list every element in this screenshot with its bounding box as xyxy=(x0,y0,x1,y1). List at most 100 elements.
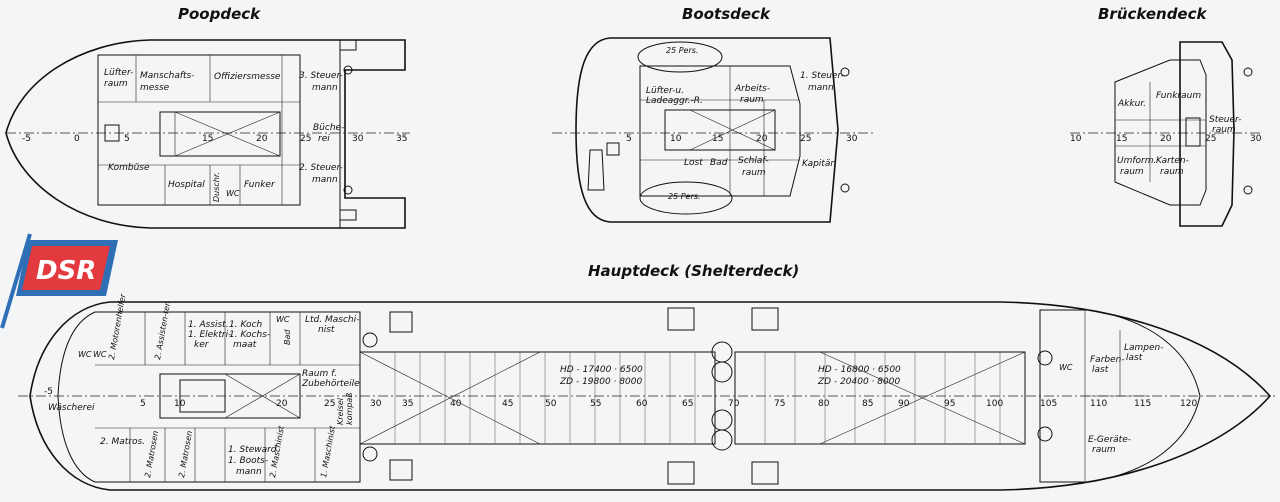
svg-text:last: last xyxy=(1126,353,1143,363)
frame-label: 15 xyxy=(1116,134,1127,144)
svg-text:nist: nist xyxy=(318,325,335,335)
cargo-hold-1 xyxy=(359,351,716,445)
frame-label: 20 xyxy=(276,399,288,409)
room-kapitaen: Kapitän xyxy=(802,159,836,169)
room-buecherei: Büche- xyxy=(313,123,344,133)
svg-text:raum: raum xyxy=(1092,445,1116,455)
room-ltd-maschinist: Ltd. Maschi- xyxy=(305,315,359,325)
svg-text:raum: raum xyxy=(1120,167,1144,177)
svg-text:raum: raum xyxy=(1160,167,1184,177)
frame-label: 0 xyxy=(74,134,80,144)
lifeboat-port xyxy=(637,41,723,73)
frame-label: 60 xyxy=(636,399,648,409)
room-bad: Bad xyxy=(283,329,292,345)
frame-label: 20 xyxy=(1160,134,1172,144)
frame-label: 5 xyxy=(140,399,146,409)
lifeboat-capacity: 25 Pers. xyxy=(668,192,700,201)
frame-label: 70 xyxy=(728,399,740,409)
hold-2-zd: ZD - 20400 · 8000 xyxy=(817,377,900,387)
room-2-matrosen: 2. Matrosen xyxy=(177,430,194,478)
room-waescherei: Wäscherei xyxy=(48,403,95,413)
frame-label: 25 xyxy=(300,134,311,144)
lifeboat-starboard xyxy=(639,181,733,215)
room-2-assistenten: 2. Assisten-ten xyxy=(153,300,172,360)
frame-label: 10 xyxy=(174,399,186,409)
svg-text:Ladeaggr.-R.: Ladeaggr.-R. xyxy=(646,96,703,106)
room-akkumulatoren: Akkur. xyxy=(1117,99,1146,109)
title-poopdeck: Poopdeck xyxy=(178,5,261,23)
room-offiziersmesse: Offiziersmesse xyxy=(214,72,281,82)
bootsdeck-hull xyxy=(575,37,839,223)
room-kreiselkompass: Kreisel xyxy=(336,397,345,425)
frame-label: 15 xyxy=(712,134,723,144)
frame-label: 40 xyxy=(450,399,462,409)
frame-label: 35 xyxy=(396,134,407,144)
frame-label: 5 xyxy=(626,134,632,144)
svg-text:1. Kochs-: 1. Kochs- xyxy=(229,330,270,340)
room-3-steuermann: 3. Steuer- xyxy=(299,71,343,81)
svg-text:raum: raum xyxy=(1212,125,1236,135)
frame-label: 100 xyxy=(986,399,1003,409)
svg-text:1. Boots-: 1. Boots- xyxy=(228,456,268,466)
room-kombuese: Kombüse xyxy=(108,163,150,173)
svg-text:Zubehörteile: Zubehörteile xyxy=(301,379,360,389)
svg-text:raum: raum xyxy=(742,168,766,178)
title-hauptdeck: Hauptdeck (Shelterdeck) xyxy=(588,262,799,280)
flag-pole xyxy=(0,233,32,329)
svg-text:rei: rei xyxy=(318,134,330,144)
brueckendeck-superstructure xyxy=(1114,59,1207,206)
room-funkraum: Funkraum xyxy=(1156,91,1201,101)
aft-accommodation xyxy=(57,311,361,483)
svg-text:kompaß: kompaß xyxy=(345,393,354,425)
frame-label: 25 xyxy=(800,134,811,144)
room-funker: Funker xyxy=(244,180,276,190)
room-1-maschinist: 1. Maschinist xyxy=(319,424,337,478)
room-2-matrosen: 2. Matrosen xyxy=(143,430,160,478)
room-1-steward: 1. Steward xyxy=(228,445,277,455)
frame-label: 30 xyxy=(1250,134,1262,144)
room-luefter-ladeaggregat: Lüfter-u. xyxy=(646,86,684,96)
room-lampenlast: Lampen- xyxy=(1124,343,1164,353)
frame-label: 50 xyxy=(545,399,557,409)
room-duschraum: Duschr. xyxy=(212,172,221,202)
frame-label: 80 xyxy=(818,399,830,409)
svg-text:last: last xyxy=(1092,365,1109,375)
frame-label: 30 xyxy=(846,134,858,144)
frame-label: 5 xyxy=(124,134,130,144)
room-e-geraeteraum: E-Geräte- xyxy=(1088,435,1131,445)
svg-text:messe: messe xyxy=(140,83,170,93)
room-wc: WC xyxy=(1059,363,1073,372)
flag-red-field xyxy=(22,246,110,290)
cargo-hold-2 xyxy=(734,351,1026,445)
bridge-wing-outline xyxy=(1179,41,1235,227)
room-wc: WC xyxy=(226,189,240,198)
svg-text:maat: maat xyxy=(233,340,257,350)
room-lost: Lost xyxy=(684,158,703,168)
svg-text:mann: mann xyxy=(312,175,338,185)
room-wc: WC xyxy=(78,350,92,359)
room-1-steuermann: 1. Steuer- xyxy=(800,71,844,81)
frame-label: 110 xyxy=(1090,399,1107,409)
room-farbenlast: Farben- xyxy=(1090,355,1125,365)
frame-label: 120 xyxy=(1180,399,1197,409)
forecastle-area xyxy=(1039,309,1201,483)
room-arbeitsraum: Arbeits- xyxy=(734,84,770,94)
frame-label: 10 xyxy=(670,134,682,144)
room-schlafraum: Schlaf- xyxy=(738,156,769,166)
hold-1-zd: ZD - 19800 · 8000 xyxy=(559,377,642,387)
frame-label: 95 xyxy=(944,399,955,409)
frame-label: 35 xyxy=(402,399,413,409)
room-1-koch: 1. Koch xyxy=(229,320,262,330)
svg-text:ker: ker xyxy=(194,340,210,350)
frame-label: 115 xyxy=(1134,399,1151,409)
poopdeck-superstructure xyxy=(97,54,301,206)
hauptdeck-plan: WC WC 2. Motorenhelfer 2. Assisten-ten 1… xyxy=(18,293,1275,491)
room-umformerraum: Umform. xyxy=(1117,156,1156,166)
room-2-steuermann: 2. Steuer- xyxy=(299,163,343,173)
frame-label: 20 xyxy=(256,134,268,144)
frame-label: 105 xyxy=(1040,399,1057,409)
frame-label: 25 xyxy=(1205,134,1216,144)
poopdeck-hull xyxy=(5,39,406,229)
